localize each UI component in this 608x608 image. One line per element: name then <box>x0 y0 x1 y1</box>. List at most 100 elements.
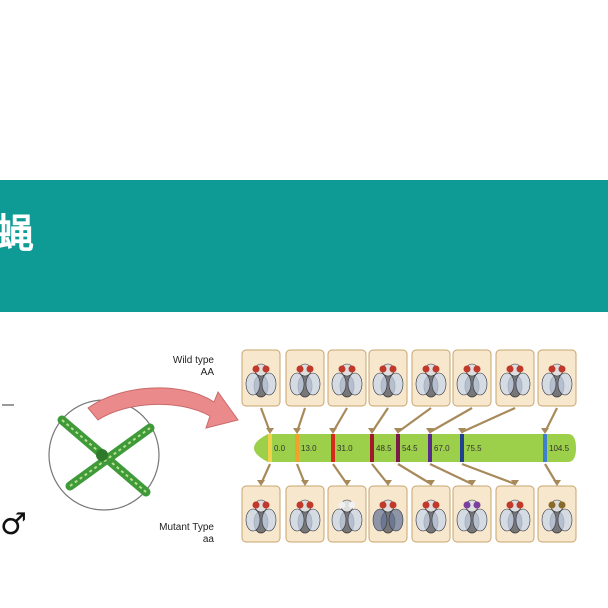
connector-arrow-mutant <box>429 463 473 485</box>
fly-wing <box>515 508 531 532</box>
connector-arrows <box>257 406 561 486</box>
fly-wing <box>557 508 573 532</box>
fly-wing <box>431 372 447 396</box>
mutant-type-label-line1: Mutant Type <box>159 522 214 533</box>
arrow-head <box>426 428 434 434</box>
fly-eye <box>506 365 514 373</box>
fly-eye <box>296 365 304 373</box>
fly-eye <box>379 501 387 509</box>
fly-wing <box>515 372 531 396</box>
fly-eye <box>548 365 556 373</box>
fly-wing <box>261 372 277 396</box>
fly-eye <box>338 365 346 373</box>
fly-eye <box>262 501 270 509</box>
fly-eye <box>516 365 524 373</box>
wild-type-label-line2: AA <box>201 367 215 378</box>
fly-wing <box>347 372 363 396</box>
fly-wing <box>499 372 515 396</box>
banner-title: 蝇 <box>0 211 34 257</box>
fly-eye <box>296 501 304 509</box>
fly-eye <box>252 501 260 509</box>
left-edge-mark <box>2 404 14 406</box>
gene-loci: 0.0 13.0 31.0 48.5 54.5 67.0 75.5 104.5 <box>268 434 570 462</box>
fly-wing <box>431 508 447 532</box>
connector-arrow-mutant <box>397 463 432 485</box>
fly-eye <box>389 501 397 509</box>
fly-wing <box>541 372 557 396</box>
arrow-head <box>553 480 561 486</box>
connector-arrow-wild <box>429 407 473 433</box>
locus-label: 54.5 <box>402 444 418 453</box>
locus-label: 13.0 <box>301 444 317 453</box>
locus-label: 67.0 <box>434 444 450 453</box>
locus-band <box>268 434 272 462</box>
arrow-head <box>394 428 402 434</box>
fly-wing <box>305 372 321 396</box>
x-chromosome-icon <box>57 415 155 497</box>
mutant-type-label-line2: aa <box>203 534 215 545</box>
fly-eye <box>422 365 430 373</box>
fly-wing <box>415 508 431 532</box>
curved-arrow <box>87 387 239 429</box>
locus-band <box>396 434 400 462</box>
arrow-head <box>384 480 392 486</box>
fly-wing <box>372 508 388 532</box>
fly-eye <box>506 501 514 509</box>
fly-wing <box>289 508 305 532</box>
fly-eye <box>422 501 430 509</box>
arrow-head <box>266 428 274 434</box>
fly-eye <box>463 501 471 509</box>
arrow-head <box>541 428 549 434</box>
fly-wing <box>289 372 305 396</box>
fly-eye <box>389 365 397 373</box>
wild-type-panels <box>241 349 577 407</box>
fly-eye <box>432 501 440 509</box>
fly-wing <box>499 508 515 532</box>
fly-wing <box>305 508 321 532</box>
fly-eye <box>473 365 481 373</box>
arrow-head <box>468 480 476 486</box>
centromere <box>96 449 108 461</box>
fly-wing <box>388 508 404 532</box>
fly-eye <box>379 365 387 373</box>
locus-band <box>428 434 432 462</box>
arrow-head <box>293 428 301 434</box>
arrow-head <box>458 428 466 434</box>
fly-eye <box>338 501 346 509</box>
locus-label: 75.5 <box>466 444 482 453</box>
chromatid-stripe <box>69 427 151 487</box>
locus-label: 0.0 <box>274 444 286 453</box>
arrow-head <box>257 480 265 486</box>
fly-wing <box>347 508 363 532</box>
title-banner <box>0 180 608 312</box>
locus-label: 48.5 <box>376 444 392 453</box>
fly-wing <box>557 372 573 396</box>
fly-wing <box>372 372 388 396</box>
arrow-head <box>301 480 309 486</box>
fly-wing <box>331 372 347 396</box>
locus-band <box>331 434 335 462</box>
fly-eye <box>432 365 440 373</box>
fly-wing <box>541 508 557 532</box>
male-symbol: ♂ <box>0 507 27 542</box>
fly-wing <box>472 508 488 532</box>
locus-band <box>370 434 374 462</box>
locus-band <box>295 434 299 462</box>
arrow-head <box>511 480 519 486</box>
locus-label: 31.0 <box>337 444 353 453</box>
fly-wing <box>331 508 347 532</box>
fly-wing <box>415 372 431 396</box>
fly-wing <box>245 372 261 396</box>
fly-eye <box>473 501 481 509</box>
locus-label: 104.5 <box>549 444 570 453</box>
fly-eye <box>252 365 260 373</box>
locus-band <box>460 434 464 462</box>
fly-wing <box>472 372 488 396</box>
connector-arrow-mutant <box>461 462 516 486</box>
fly-eye <box>348 501 356 509</box>
fly-eye <box>558 365 566 373</box>
arrow-head <box>329 428 337 434</box>
fly-wing <box>388 372 404 396</box>
fly-eye <box>306 501 314 509</box>
